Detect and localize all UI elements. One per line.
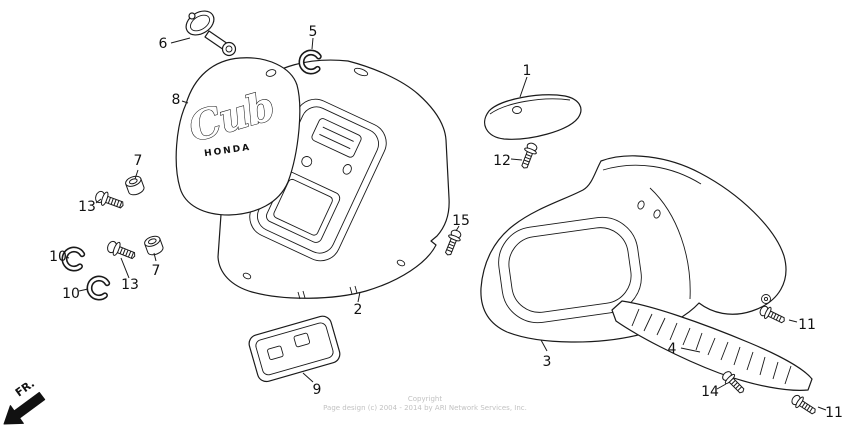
screw-11-upper (757, 303, 788, 327)
clamp-10-lower (88, 277, 109, 299)
leg-shield: Cub HONDA (175, 57, 301, 216)
fr-label: FR. (13, 377, 37, 399)
body-cover-opening (498, 216, 642, 324)
pocket-lid (484, 94, 582, 140)
callout-8[interactable]: 8 (172, 92, 181, 108)
callout-10-upper[interactable]: 10 (49, 249, 67, 265)
callout-7-upper[interactable]: 7 (134, 153, 143, 169)
nut-7-upper (123, 173, 146, 198)
callout-13-lower[interactable]: 13 (121, 277, 139, 293)
fr-direction-indicator: FR. (3, 377, 46, 425)
callout-2[interactable]: 2 (354, 302, 363, 318)
callout-13-upper[interactable]: 13 (78, 199, 96, 215)
callouts: 6 8 5 7 13 10 13 7 10 2 9 15 1 12 3 4 14… (49, 24, 843, 421)
screw-12 (517, 140, 540, 171)
callout-15[interactable]: 15 (452, 213, 470, 229)
screw-11-lower (789, 392, 819, 418)
step-grille (611, 300, 813, 391)
fr-arrow-icon (3, 391, 46, 425)
callout-11-upper[interactable]: 11 (798, 317, 816, 333)
ignition-key (185, 10, 237, 57)
callout-6[interactable]: 6 (159, 36, 168, 52)
screw-15 (441, 227, 464, 258)
center-cover-recess (249, 98, 387, 262)
leg-shield-outline (175, 57, 301, 216)
rubber-mat (248, 315, 341, 383)
callout-12[interactable]: 12 (493, 153, 511, 169)
callout-4[interactable]: 4 (668, 341, 677, 357)
callout-9[interactable]: 9 (313, 382, 322, 398)
leader-lines (65, 37, 827, 411)
footer-copyright: Copyright (408, 395, 442, 403)
footer-design-credit: Page design (c) 2004 - 2014 by ARI Netwo… (323, 404, 527, 412)
callout-11-lower[interactable]: 11 (825, 405, 843, 421)
callout-3[interactable]: 3 (543, 354, 552, 370)
callout-14[interactable]: 14 (701, 384, 719, 400)
footer-credits: Copyright Page design (c) 2004 - 2014 by… (323, 395, 527, 412)
callout-1[interactable]: 1 (523, 63, 532, 79)
callout-5[interactable]: 5 (309, 24, 318, 40)
pocket-lid-outline (484, 94, 582, 140)
callout-10-lower[interactable]: 10 (62, 286, 80, 302)
callout-7-lower[interactable]: 7 (152, 263, 161, 279)
step-grille-slats (631, 308, 792, 385)
